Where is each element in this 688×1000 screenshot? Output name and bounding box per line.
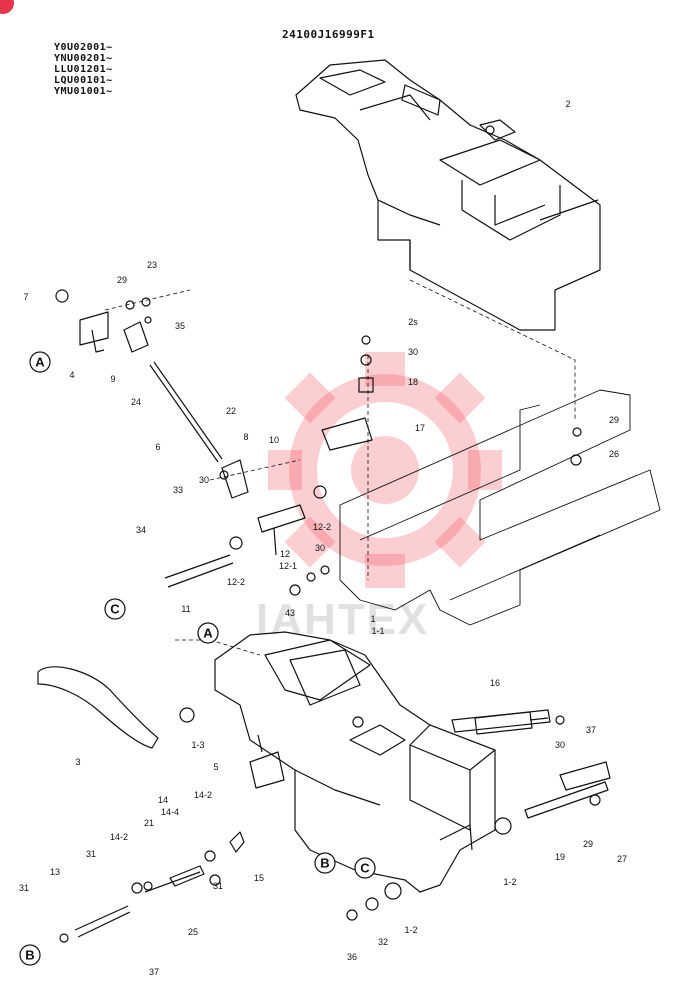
callout-label: 1-2 bbox=[503, 877, 516, 887]
section-marker-label: B bbox=[320, 856, 329, 871]
callout-label: 30 bbox=[199, 475, 209, 485]
callout-label: 37 bbox=[586, 725, 596, 735]
callout-label: 21 bbox=[144, 818, 154, 828]
leader-lines bbox=[104, 279, 576, 656]
callout-label: 35 bbox=[175, 321, 185, 331]
callout-label: 31 bbox=[19, 883, 29, 893]
section-marker-a: A bbox=[197, 622, 219, 644]
callout-label: 32 bbox=[378, 937, 388, 947]
callout-label: 10 bbox=[269, 435, 279, 445]
corner-badge-icon bbox=[0, 0, 14, 14]
section-marker-label: A bbox=[203, 626, 213, 641]
callout-label: 24 bbox=[131, 397, 141, 407]
callout-label: 14-2 bbox=[194, 790, 212, 800]
serial-ranges: Y0U02001~ YNU00201~ LLU01201~ LQU00101~ … bbox=[54, 42, 113, 97]
section-marker-circle bbox=[197, 622, 219, 644]
callout-label: 6 bbox=[155, 442, 160, 452]
callout-label: 14-2 bbox=[110, 832, 128, 842]
callout-label: 8 bbox=[243, 432, 248, 442]
section-marker-circle bbox=[29, 351, 51, 373]
section-marker-label: A bbox=[35, 355, 45, 370]
callout-label: 37 bbox=[149, 967, 159, 977]
callout-label: 2s bbox=[408, 317, 418, 327]
callout-label: 19 bbox=[555, 852, 565, 862]
callout-label: 7 bbox=[23, 292, 28, 302]
callout-label: 43 bbox=[285, 608, 295, 618]
serial-range: YMU01001~ bbox=[54, 86, 113, 97]
callout-label: 3 bbox=[75, 757, 80, 767]
section-marker-b: B bbox=[19, 944, 41, 966]
callout-label: 1-2 bbox=[404, 925, 417, 935]
callout-label: 12-1 bbox=[279, 561, 297, 571]
callout-label: 30 bbox=[315, 543, 325, 553]
callout-label: 17 bbox=[415, 423, 425, 433]
grab-handle-part bbox=[37, 666, 159, 749]
serial-range: Y0U02001~ bbox=[54, 42, 113, 53]
callout-label: 5 bbox=[213, 762, 218, 772]
console-cover-part bbox=[295, 59, 601, 331]
callout-label: 1-3 bbox=[191, 740, 204, 750]
callout-label: 26 bbox=[609, 449, 619, 459]
callout-label: 30 bbox=[555, 740, 565, 750]
callout-label: 4 bbox=[69, 370, 74, 380]
gas-spring-part bbox=[474, 711, 549, 735]
section-marker-label: C bbox=[110, 602, 120, 617]
document-code: 24100J16999F1 bbox=[282, 28, 375, 41]
section-marker-circle bbox=[314, 852, 336, 874]
callout-label: 27 bbox=[617, 854, 627, 864]
callout-label: 23 bbox=[147, 260, 157, 270]
callout-label: 1-1 bbox=[371, 626, 384, 636]
callout-label: 29 bbox=[117, 275, 127, 285]
callout-label: 33 bbox=[173, 485, 183, 495]
serial-range: LQU00101~ bbox=[54, 75, 113, 86]
callout-label: 14-4 bbox=[161, 807, 179, 817]
callout-label: 16 bbox=[490, 678, 500, 688]
callout-label: 12-2 bbox=[313, 522, 331, 532]
fastener-parts bbox=[55, 289, 601, 943]
callout-label: 9 bbox=[110, 374, 115, 384]
callout-label: 1 bbox=[370, 614, 375, 624]
callout-label: 15 bbox=[254, 873, 264, 883]
section-marker-circle bbox=[19, 944, 41, 966]
callout-label: 12-2 bbox=[227, 577, 245, 587]
section-marker-circle bbox=[354, 857, 376, 879]
section-marker-label: C bbox=[360, 861, 370, 876]
callout-label: 11 bbox=[181, 604, 190, 614]
floor-panel-part bbox=[339, 389, 661, 626]
callout-label: 13 bbox=[50, 867, 60, 877]
section-marker-circle bbox=[104, 598, 126, 620]
section-marker-c: C bbox=[104, 598, 126, 620]
serial-range: YNU00201~ bbox=[54, 53, 113, 64]
callout-label: 22 bbox=[226, 406, 236, 416]
callout-label: 36 bbox=[347, 952, 357, 962]
callout-label: 25 bbox=[188, 927, 198, 937]
callout-label: 29 bbox=[583, 839, 593, 849]
callout-label: 14 bbox=[158, 795, 168, 805]
callout-label: 18 bbox=[408, 377, 418, 387]
rod-lever-parts bbox=[74, 311, 611, 938]
callout-label: 31 bbox=[86, 849, 96, 859]
callout-label: 31 bbox=[213, 881, 223, 891]
section-marker-b: B bbox=[314, 852, 336, 874]
callout-label: 29 bbox=[609, 415, 619, 425]
section-marker-a: A bbox=[29, 351, 51, 373]
callout-label: 30 bbox=[408, 347, 418, 357]
watermark-text: IAHTEX bbox=[256, 595, 430, 644]
serial-range: LLU01201~ bbox=[54, 64, 113, 75]
section-marker-c: C bbox=[354, 857, 376, 879]
callout-label: 12 bbox=[280, 549, 290, 559]
console-body-part bbox=[214, 631, 496, 893]
callout-label: 34 bbox=[136, 525, 146, 535]
section-marker-label: B bbox=[25, 948, 34, 963]
callout-label: 2 bbox=[565, 99, 570, 109]
